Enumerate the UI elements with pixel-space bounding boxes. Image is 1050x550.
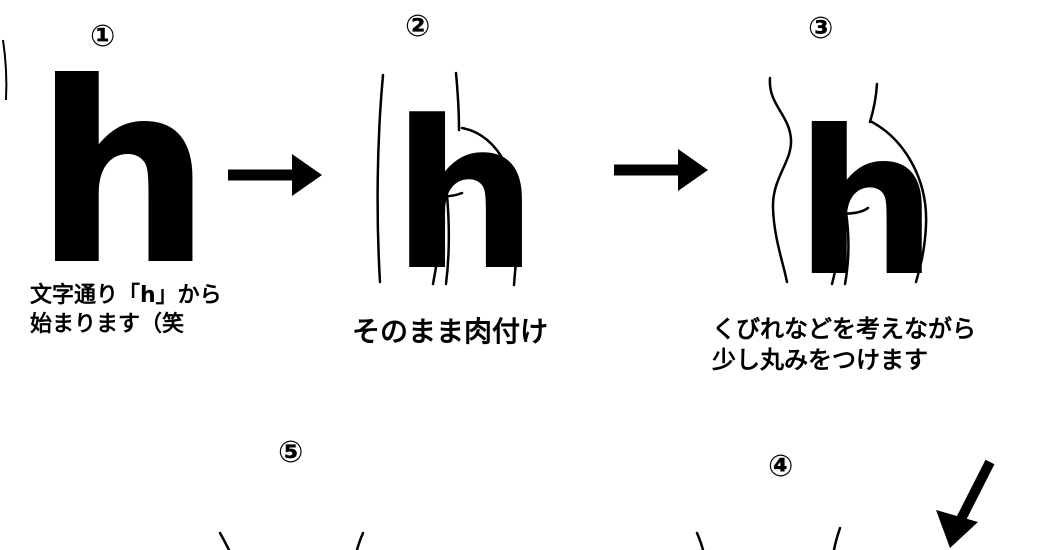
step-2-body-outline [376,71,520,287]
arrow-right-icon-2 [614,149,708,191]
step-3-caption: くびれなどを考えながら 少し丸みをつけます [712,314,976,376]
step-4-number: ④ [768,449,794,484]
step-1-caption: 文字通り「h」から 始まります（笑 [30,282,222,339]
step-2-number: ② [405,9,431,44]
step-3-caption-line-2: 少し丸みをつけます [712,346,928,375]
step-4-body-outline-partial [695,526,842,550]
step-3-body-outline [768,76,928,286]
arrow-right-icon-1 [228,154,322,196]
step-1-caption-line-1: 文字通り「h」から [30,283,222,308]
step-3-letter-h: h [795,88,938,321]
step-1-caption-line-2: 始まります（笑 [30,311,185,337]
step-5-number: ⑤ [278,435,304,470]
step-3-number: ③ [808,11,834,46]
step-1-number: ① [90,19,116,54]
edge-mark [2,39,8,101]
step-5-body-outline-partial [218,531,365,550]
arrow-down-left-icon [936,459,995,548]
step-2-caption-line-1: そのまま肉付け [352,315,549,348]
step-3-caption-line-1: くびれなどを考えながら [712,315,976,343]
step-1-letter-h: h [34,29,212,320]
step-2-caption: そのまま肉付け [352,314,548,350]
